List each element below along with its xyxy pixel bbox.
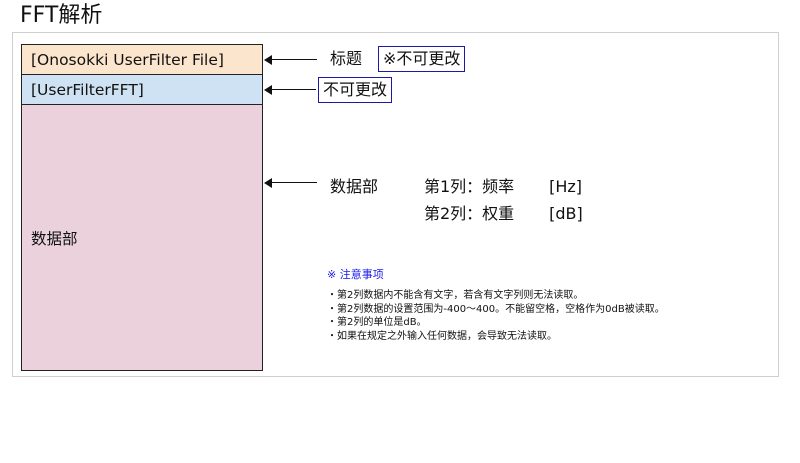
file-block-data: 数据部 xyxy=(21,104,263,371)
diagram-frame xyxy=(12,32,779,377)
column-1-unit: [Hz] xyxy=(549,177,583,196)
notes-heading: ※ 注意事项 xyxy=(327,268,384,281)
arrow-left-icon xyxy=(264,85,316,95)
file-block-title: [Onosokki UserFilter File] xyxy=(21,44,263,75)
arrow-left-icon xyxy=(264,178,317,188)
column-1-name: 第1列：频率 xyxy=(424,177,515,196)
arrow-left-icon xyxy=(264,55,317,65)
list-item: ・第2列数据内不能含有文字，若含有文字列则无法读取。 xyxy=(327,290,584,301)
data-label: 数据部 xyxy=(330,177,379,196)
file-block-format-text: [UserFilterFFT] xyxy=(31,80,144,99)
title-note-box: ※不可更改 xyxy=(378,46,466,72)
list-item: ・第2列的单位是dB。 xyxy=(327,317,427,328)
notes-list: ・第2列数据内不能含有文字，若含有文字列则无法读取。 ・第2列数据的设置范围为-… xyxy=(327,289,665,343)
column-2-description: 第2列：权重 [dB] xyxy=(424,204,583,224)
column-2-unit: [dB] xyxy=(549,204,583,223)
list-item: ・如果在规定之外输入任何数据，会导致无法读取。 xyxy=(327,330,557,342)
file-block-title-text: [Onosokki UserFilter File] xyxy=(31,50,224,69)
title-label: 标题 xyxy=(330,49,363,68)
list-item: ・第2列数据的设置范围为-400〜400。不能留空格，空格作为0dB被读取。 xyxy=(327,303,665,315)
column-2-name: 第2列：权重 xyxy=(424,204,515,223)
file-block-data-text: 数据部 xyxy=(31,229,78,248)
file-block-format: [UserFilterFFT] xyxy=(21,74,263,105)
column-1-description: 第1列：频率 [Hz] xyxy=(424,177,582,197)
format-note-box: 不可更改 xyxy=(318,77,393,103)
page-title: FFT解析 xyxy=(20,3,103,28)
